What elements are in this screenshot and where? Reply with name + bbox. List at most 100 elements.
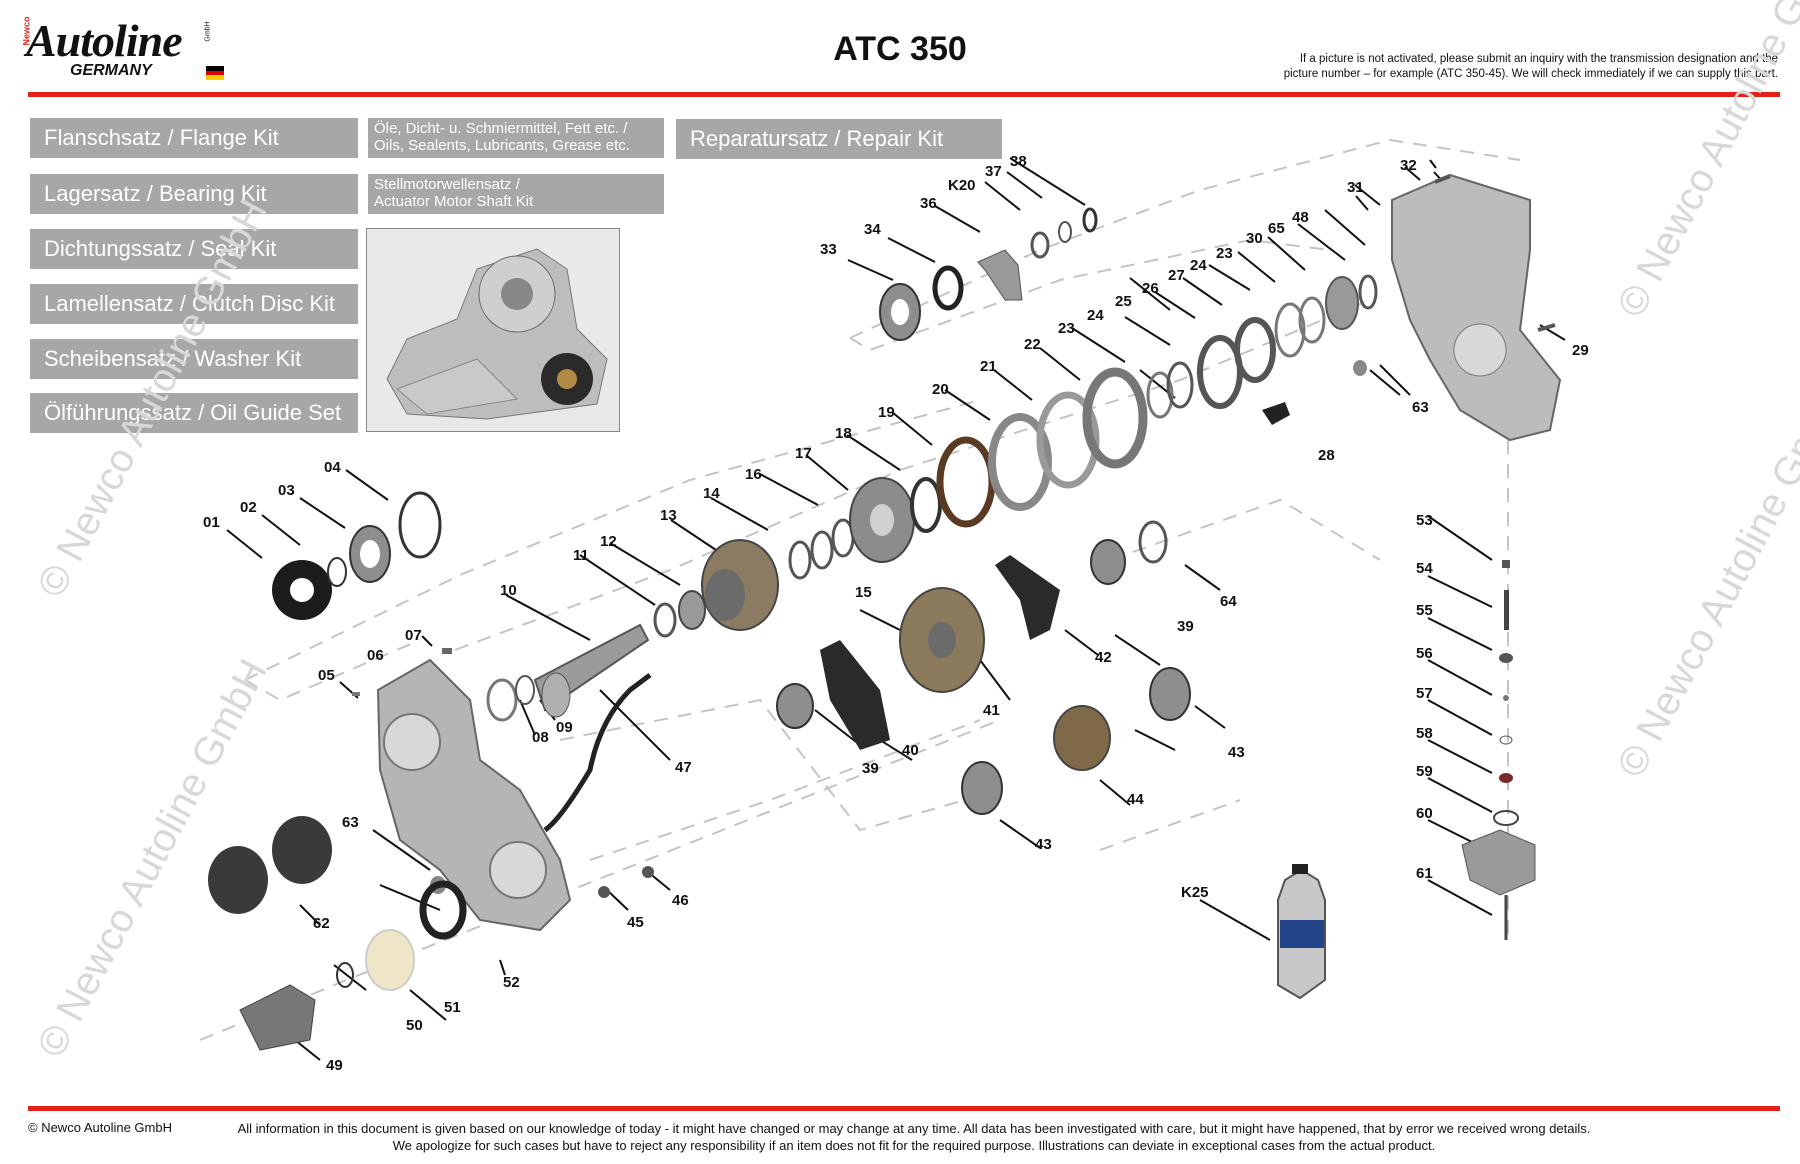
part-label[interactable]: 48 (1292, 209, 1309, 226)
part-label[interactable]: 57 (1416, 685, 1433, 702)
part-label[interactable]: 32 (1400, 157, 1417, 174)
part-label[interactable]: 09 (556, 719, 573, 736)
part-43-shape (1149, 667, 1191, 721)
part-label[interactable]: 03 (278, 482, 295, 499)
part-label[interactable]: 06 (367, 647, 384, 664)
oil-guide-set-button[interactable]: Ölführungssatz / Oil Guide Set (30, 393, 358, 433)
oils-line1: Öle, Dicht- u. Schmiermittel, Fett etc. … (374, 120, 628, 137)
part-label[interactable]: 56 (1416, 645, 1433, 662)
part-label[interactable]: 52 (503, 974, 520, 991)
part-label[interactable]: 13 (660, 507, 677, 524)
footer-divider (28, 1106, 1780, 1111)
part-21-shape (1036, 391, 1100, 489)
part-label[interactable]: 19 (878, 404, 895, 421)
part-label[interactable]: 50 (406, 1017, 423, 1034)
part-label[interactable]: 55 (1416, 602, 1433, 619)
part-label[interactable]: 49 (326, 1057, 343, 1074)
inquiry-note: If a picture is not activated, please su… (1218, 52, 1778, 82)
seal-kit-button[interactable]: Dichtungssatz / Seal Kit (30, 229, 358, 269)
part-label[interactable]: 01 (203, 514, 220, 531)
part-label[interactable]: 60 (1416, 805, 1433, 822)
part-label[interactable]: 23 (1058, 320, 1075, 337)
part-54-shape (1504, 590, 1509, 630)
part-label[interactable]: 29 (1572, 342, 1589, 359)
part-label[interactable]: 15 (855, 584, 872, 601)
part-label[interactable]: 17 (795, 445, 812, 462)
part-label[interactable]: 63 (1412, 399, 1429, 416)
leader-lines (226, 157, 1566, 1061)
part-label[interactable]: 36 (920, 195, 937, 212)
part-label[interactable]: 08 (532, 729, 549, 746)
part-label[interactable]: 27 (1168, 267, 1185, 284)
part-label[interactable]: 46 (672, 892, 689, 909)
part-label[interactable]: 11 (573, 547, 589, 564)
part-label[interactable]: 23 (1216, 245, 1233, 262)
part-label[interactable]: 42 (1095, 649, 1112, 666)
part-label[interactable]: 62 (313, 915, 330, 932)
part-label[interactable]: 44 (1127, 791, 1144, 808)
part-label[interactable]: 26 (1142, 280, 1159, 297)
transfer-case-photo (366, 228, 620, 432)
part-label[interactable]: 53 (1416, 512, 1433, 529)
part-label[interactable]: 24 (1190, 257, 1207, 274)
part-12-shape (678, 590, 706, 630)
inquiry-note-line1: If a picture is not activated, please su… (1299, 53, 1778, 65)
part-label[interactable]: 16 (745, 466, 762, 483)
washer-kit-button[interactable]: Scheibensatz / Washer Kit (30, 339, 358, 379)
part-shapes (208, 173, 1562, 1051)
part-label[interactable]: 30 (1246, 230, 1263, 247)
part-label[interactable]: 02 (240, 499, 257, 516)
logo-country: GERMANY (70, 62, 152, 79)
part-label[interactable]: 63 (342, 814, 359, 831)
part-59-shape (1499, 773, 1513, 783)
part-label[interactable]: 58 (1416, 725, 1433, 742)
part-label[interactable]: 43 (1035, 836, 1052, 853)
part-label[interactable]: 14 (703, 485, 720, 502)
part-label[interactable]: 10 (500, 582, 517, 599)
part-label[interactable]: 31 (1347, 179, 1364, 196)
part-label[interactable]: 37 (985, 163, 1002, 180)
part-label[interactable]: 39 (862, 760, 879, 777)
part-label[interactable]: 05 (318, 667, 335, 684)
part-label[interactable]: 34 (864, 221, 881, 238)
part-36-shape (977, 249, 1023, 301)
part-label[interactable]: 54 (1416, 560, 1433, 577)
clutch-disc-kit-button[interactable]: Lamellensatz / Clutch Disc Kit (30, 284, 358, 324)
part-label[interactable]: 24 (1087, 307, 1104, 324)
part-label[interactable]: K25 (1181, 884, 1209, 901)
part-34-shape (932, 265, 964, 311)
part-label[interactable]: K20 (948, 177, 976, 194)
part-label[interactable]: 22 (1024, 336, 1041, 353)
oils-lubricants-button[interactable]: Öle, Dicht- u. Schmiermittel, Fett etc. … (368, 118, 664, 158)
part-label[interactable]: 21 (980, 358, 997, 375)
part-label[interactable]: 61 (1416, 865, 1433, 882)
part-label[interactable]: 18 (835, 425, 852, 442)
part-label[interactable]: 43 (1228, 744, 1245, 761)
part-label[interactable]: 41 (983, 702, 1000, 719)
part-label[interactable]: 51 (444, 999, 461, 1016)
part-05-shape (352, 692, 360, 696)
part-label[interactable]: 59 (1416, 763, 1433, 780)
part-label[interactable]: 04 (324, 459, 341, 476)
part-51-shape (365, 929, 415, 991)
part-label[interactable]: 47 (675, 759, 692, 776)
part-label[interactable]: 12 (600, 533, 617, 550)
flange-kit-button[interactable]: Flanschsatz / Flange Kit (30, 118, 358, 158)
part-label[interactable]: 25 (1115, 293, 1132, 310)
part-label[interactable]: 40 (902, 742, 919, 759)
part-label[interactable]: 33 (820, 241, 837, 258)
bearing-kit-button[interactable]: Lagersatz / Bearing Kit (30, 174, 358, 214)
repair-kit-button[interactable]: Reparatursatz / Repair Kit (676, 119, 1002, 159)
part-53-shape (1502, 560, 1510, 568)
part-label[interactable]: 64 (1220, 593, 1237, 610)
part-label[interactable]: 07 (405, 627, 422, 644)
part-label[interactable]: 45 (627, 914, 644, 931)
part-49-shape (239, 984, 316, 1051)
actuator-motor-shaft-kit-button[interactable]: Stellmotorwellensatz / Actuator Motor Sh… (368, 174, 664, 214)
part-label[interactable]: 39 (1177, 618, 1194, 635)
watermark-4: © Newco Autoline GmbH (1609, 372, 1800, 784)
part-label[interactable]: 20 (932, 381, 949, 398)
part-label[interactable]: 28 (1318, 447, 1335, 464)
part-label[interactable]: 65 (1268, 220, 1285, 237)
part-label[interactable]: 38 (1010, 153, 1027, 170)
